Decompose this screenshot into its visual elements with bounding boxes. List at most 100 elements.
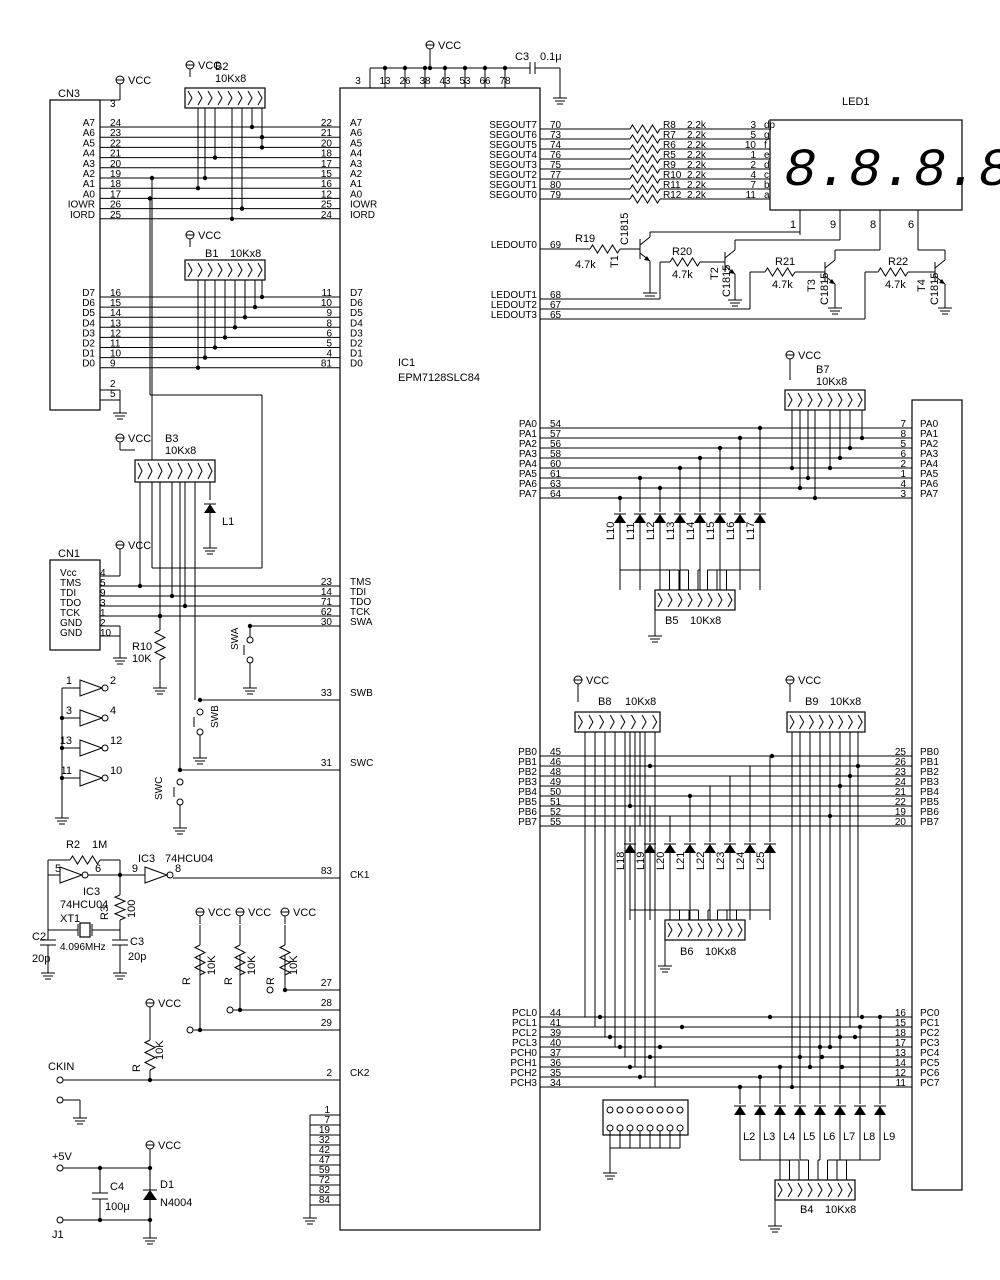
resistor-value: 2.2k xyxy=(687,190,707,201)
resistor xyxy=(69,855,101,865)
led-label: L23 xyxy=(715,852,727,870)
terminal xyxy=(266,986,274,994)
ic1-pin-label: SEGOUT3 xyxy=(489,160,537,171)
pin-number: 14 xyxy=(110,308,122,319)
pin-number: 1 xyxy=(750,150,756,161)
segment-label: e xyxy=(764,150,770,161)
ic1-pin-label: PCL1 xyxy=(512,1018,537,1029)
pin-number: 69 xyxy=(550,240,562,251)
resistor xyxy=(669,257,701,267)
diode-icon xyxy=(143,1190,157,1200)
c4-value: 100μ xyxy=(105,1201,130,1213)
junction-dot xyxy=(767,1014,773,1020)
cn3-signal: D2 xyxy=(82,339,95,350)
b7-value: 10Kx8 xyxy=(816,376,847,388)
d1-part: N4004 xyxy=(160,1197,192,1209)
pin-number: 8 xyxy=(900,429,906,440)
pin-number: 35 xyxy=(550,1068,562,1079)
resistor-ref: R xyxy=(265,977,277,985)
led-label: L24 xyxy=(735,852,747,870)
ic1-pin-label: LEDOUT0 xyxy=(491,240,538,251)
port-label: PC2 xyxy=(920,1028,940,1039)
pin-number: 3 xyxy=(100,598,106,609)
led-label: L22 xyxy=(695,852,707,870)
pin-number: 57 xyxy=(550,429,562,440)
ic1-pin-label: D3 xyxy=(350,328,363,339)
b7-pack-zigzag xyxy=(787,392,863,408)
pin-number: 3 xyxy=(750,120,756,131)
jumper-block xyxy=(602,1099,689,1136)
j1-label: J1 xyxy=(52,1229,64,1241)
pin-number: 19 xyxy=(895,807,907,818)
junction-dot xyxy=(237,1007,243,1013)
cn3-signal: D5 xyxy=(82,308,95,319)
cn3-signal: D1 xyxy=(82,349,95,360)
r20-value: 4.7k xyxy=(672,269,693,281)
led-icon xyxy=(764,844,776,853)
junction-dot xyxy=(617,1044,623,1050)
junction-dot xyxy=(637,1074,643,1080)
pin-number: 13 xyxy=(379,76,391,87)
junction-dot xyxy=(647,1054,653,1060)
junction-dot xyxy=(679,1024,685,1030)
pin-number: 83 xyxy=(321,866,333,877)
ic1-pin-label: PCH0 xyxy=(510,1048,537,1059)
port-label: PA5 xyxy=(920,469,939,480)
b8-ref: B8 xyxy=(598,696,611,708)
b6-value: 10Kx8 xyxy=(705,946,736,958)
pin-number: 30 xyxy=(321,617,333,628)
terminal xyxy=(196,728,204,736)
pin-number: 10 xyxy=(100,628,112,639)
t3-part: C1815 xyxy=(819,273,831,305)
junction-dot xyxy=(805,475,811,481)
junction-dot xyxy=(59,715,65,721)
ic1-pin-label: SEGOUT5 xyxy=(489,140,537,151)
pin-number: 8 xyxy=(175,863,181,875)
pin-number: 29 xyxy=(321,1018,333,1029)
pin-number: 63 xyxy=(550,479,562,490)
terminal xyxy=(616,1124,624,1132)
pin-number: 21 xyxy=(895,787,907,798)
pin-number: 53 xyxy=(459,76,471,87)
ic1-pin-label: PA5 xyxy=(519,469,538,480)
cn3-signal: A4 xyxy=(83,149,96,160)
cn3-signal: A6 xyxy=(83,128,96,139)
r21-ref: R21 xyxy=(775,256,795,268)
r19-value: 4.7k xyxy=(575,259,596,271)
ic1-pin-label: PA4 xyxy=(519,459,538,470)
vcc-label: VCC xyxy=(198,60,221,72)
terminal xyxy=(176,798,184,806)
pin-number: 66 xyxy=(479,76,491,87)
resistor xyxy=(629,164,661,174)
transistor-icon xyxy=(934,259,946,269)
c3-osc-value: 20p xyxy=(128,951,146,963)
terminal xyxy=(196,708,204,716)
junction-dot xyxy=(59,745,65,751)
terminal xyxy=(626,1106,634,1114)
b4-pack xyxy=(774,1179,856,1201)
pin-number: 3 xyxy=(110,99,116,110)
b5-pack-zigzag xyxy=(657,592,733,608)
cn3-signal: A0 xyxy=(83,189,96,200)
r20-ref: R20 xyxy=(672,246,692,258)
junction-dot xyxy=(195,186,201,191)
junction-dot xyxy=(252,304,258,310)
port-label: PC7 xyxy=(920,1078,940,1089)
port-label: PB2 xyxy=(920,767,939,778)
resistor-value: 10K xyxy=(206,955,218,975)
ic1-pin-label: A0 xyxy=(350,189,363,200)
pin-number: 13 xyxy=(60,735,72,747)
led1-display xyxy=(769,119,963,211)
terminal xyxy=(666,1124,674,1132)
led-label: L17 xyxy=(745,522,757,540)
resistor-value: 2.2k xyxy=(687,140,707,151)
b6-pack-zigzag xyxy=(667,922,743,938)
junction-dot xyxy=(839,1064,845,1070)
vcc-label: VCC xyxy=(798,675,821,687)
pin-number: 75 xyxy=(550,160,562,171)
ic1-pin-label: SEGOUT6 xyxy=(489,130,537,141)
pin-number: 6 xyxy=(900,449,906,460)
vcc-label: VCC xyxy=(438,40,461,52)
junction-dot xyxy=(769,753,775,759)
cn3-signal: A3 xyxy=(83,159,96,170)
